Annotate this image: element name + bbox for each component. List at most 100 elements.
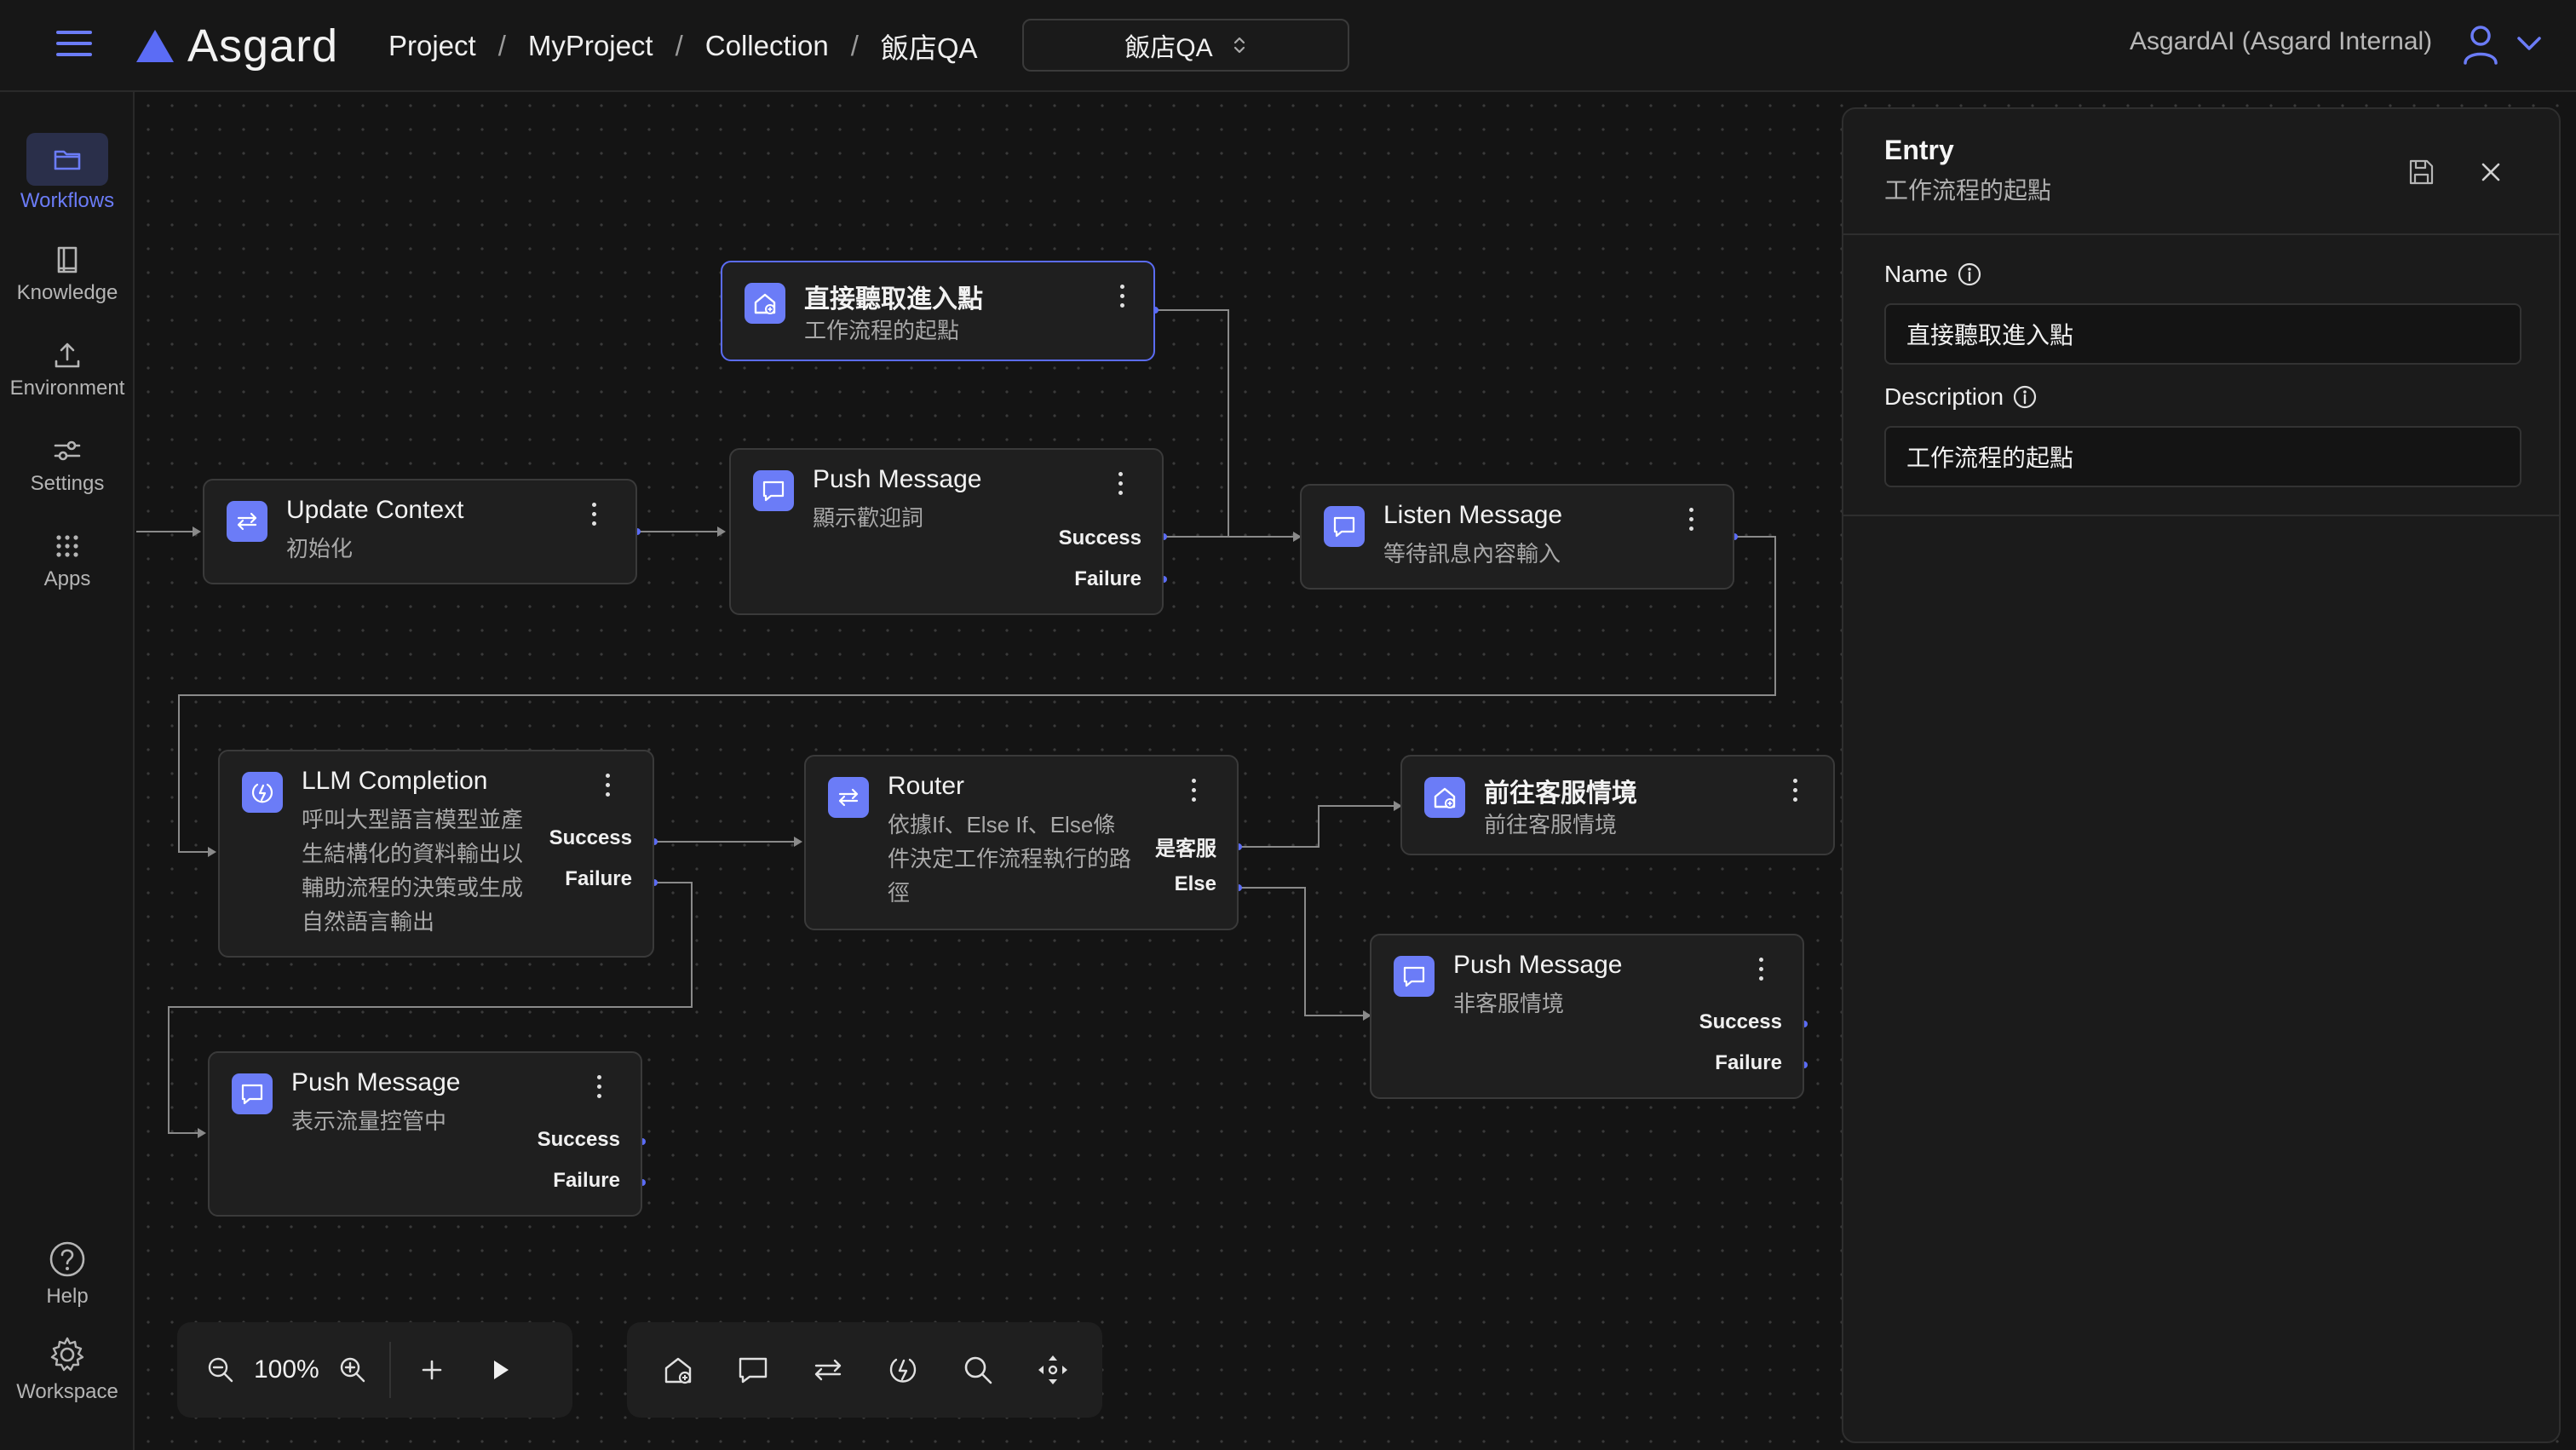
zoom-toolbar: 100% [177,1322,572,1418]
description-field[interactable]: 工作流程的起點 [1884,426,2521,487]
node-push-message-flow-control[interactable]: Push Message 表示流量控管中 Success Failure [208,1051,642,1217]
more-icon[interactable] [591,1075,607,1104]
more-icon[interactable] [600,774,615,803]
message-icon [739,1357,768,1384]
add-message-node-button[interactable] [716,1332,791,1407]
nav-item-workflows[interactable]: Workflows [0,133,135,213]
node-update-context[interactable]: Update Context 初始化 [203,479,637,584]
port-failure[interactable]: Failure [1715,1051,1782,1074]
port-customer-service[interactable]: 是客服 [1155,837,1216,860]
play-icon [493,1361,509,1379]
home-plus-icon [664,1357,692,1384]
node-subtitle: 等待訊息內容輸入 [1383,541,1561,567]
more-icon[interactable] [1683,508,1699,537]
zoom-out-button[interactable] [191,1332,250,1407]
info-icon[interactable] [1957,262,1982,287]
port-success[interactable]: Success [549,826,632,849]
more-icon[interactable] [1114,285,1130,314]
breadcrumb-myproject[interactable]: MyProject [527,30,653,61]
port-failure[interactable]: Failure [1074,567,1141,590]
nav-item-apps[interactable]: Apps [0,532,135,591]
name-field[interactable]: 直接聽取進入點 [1884,303,2521,365]
nav-item-help[interactable]: Help [0,1240,135,1309]
menu-icon[interactable] [56,31,92,60]
node-llm-completion[interactable]: LLM Completion 呼叫大型語言模型並產 生結構化的資料輸出以 輔助流… [218,750,654,958]
node-subtitle-line: 依據If、Else If、Else條 [888,812,1116,837]
zoom-in-icon [340,1357,365,1383]
nav-item-knowledge[interactable]: Knowledge [0,245,135,305]
sliders-icon [54,440,81,461]
more-icon[interactable] [586,503,601,532]
fit-view-button[interactable] [1015,1332,1090,1407]
node-subtitle: 工作流程的起點 [804,318,960,343]
workflow-selector[interactable]: 飯店QA [1022,19,1349,72]
message-icon [1324,506,1365,547]
org-name[interactable]: AsgardAI (Asgard Internal) [2130,27,2433,55]
node-title: 直接聽取進入點 [804,285,983,314]
node-subtitle: 依據If、Else If、Else條 件決定工作流程執行的路 徑 [888,808,1135,910]
panel-divider [1843,515,2559,516]
breadcrumb-project[interactable]: Project [388,30,476,61]
home-plus-icon [745,283,785,324]
port-else[interactable]: Else [1174,872,1216,895]
node-router[interactable]: Router 依據If、Else If、Else條 件決定工作流程執行的路 徑 … [804,755,1239,930]
port-failure[interactable]: Failure [553,1169,620,1192]
more-icon[interactable] [1186,779,1201,808]
nav-label-workflows: Workflows [20,189,115,212]
node-subtitle: 顯示歡迎詞 [813,505,924,531]
left-nav: Workflows Knowledge Environment Settings… [0,92,135,1450]
llm-icon [889,1358,917,1383]
node-title: Router [888,772,965,800]
save-icon[interactable] [2406,157,2436,187]
nav-item-settings[interactable]: Settings [0,436,135,496]
nav-item-environment[interactable]: Environment [0,341,135,400]
gear-icon [50,1337,84,1372]
node-push-message-welcome[interactable]: Push Message 顯示歡迎詞 Success Failure [729,448,1164,615]
node-customer-service[interactable]: 前往客服情境 前往客服情境 [1400,755,1835,855]
name-label-text: Name [1884,261,1948,287]
search-button[interactable] [940,1332,1015,1407]
add-context-node-button[interactable] [791,1332,865,1407]
node-subtitle: 非客服情境 [1453,991,1565,1016]
llm-icon [242,772,283,813]
add-llm-node-button[interactable] [865,1332,940,1407]
port-success[interactable]: Success [1699,1010,1782,1033]
more-icon[interactable] [1787,779,1803,808]
more-icon[interactable] [1753,958,1768,987]
add-button[interactable] [398,1332,466,1407]
info-icon[interactable] [2012,384,2038,410]
port-success[interactable]: Success [537,1128,620,1151]
panel-divider [1843,233,2559,235]
nav-item-workspace[interactable]: Workspace [0,1336,135,1404]
node-title: Listen Message [1383,501,1563,529]
node-push-message-non-cs[interactable]: Push Message 非客服情境 Success Failure [1370,934,1804,1099]
node-subtitle: 呼叫大型語言模型並產 生結構化的資料輸出以 輔助流程的決策或生成 自然語言輸出 [302,803,557,939]
node-listen-message[interactable]: Listen Message 等待訊息內容輸入 [1300,484,1734,590]
node-entry[interactable]: 直接聽取進入點 工作流程的起點 [721,261,1155,361]
nav-label-apps: Apps [43,567,91,590]
port-success[interactable]: Success [1058,526,1141,550]
node-subtitle-line: 件決定工作流程執行的路 [888,846,1132,872]
port-failure[interactable]: Failure [565,867,632,890]
node-subtitle: 前往客服情境 [1484,812,1618,837]
close-icon[interactable] [2475,157,2506,187]
more-icon[interactable] [1113,472,1128,501]
node-title: Push Message [1453,951,1623,979]
nav-label-workspace: Workspace [16,1380,118,1403]
panel-subtitle: 工作流程的起點 [1884,177,2052,204]
add-entry-node-button[interactable] [641,1332,716,1407]
node-title: LLM Completion [302,767,488,795]
node-subtitle: 表示流量控管中 [291,1108,447,1134]
breadcrumb-collection[interactable]: Collection [704,30,829,61]
breadcrumb-current[interactable]: 飯店QA [880,32,978,64]
zoom-in-button[interactable] [323,1332,382,1407]
move-icon [1038,1355,1067,1384]
nav-label-help: Help [46,1285,89,1308]
run-button[interactable] [466,1332,534,1407]
app-logo[interactable]: Asgard [136,20,338,72]
swap-icon [828,777,869,818]
user-icon[interactable] [2462,24,2499,65]
chevron-down-icon[interactable] [2515,31,2544,56]
breadcrumb-separator: / [850,30,859,61]
nav-label-knowledge: Knowledge [16,281,118,304]
